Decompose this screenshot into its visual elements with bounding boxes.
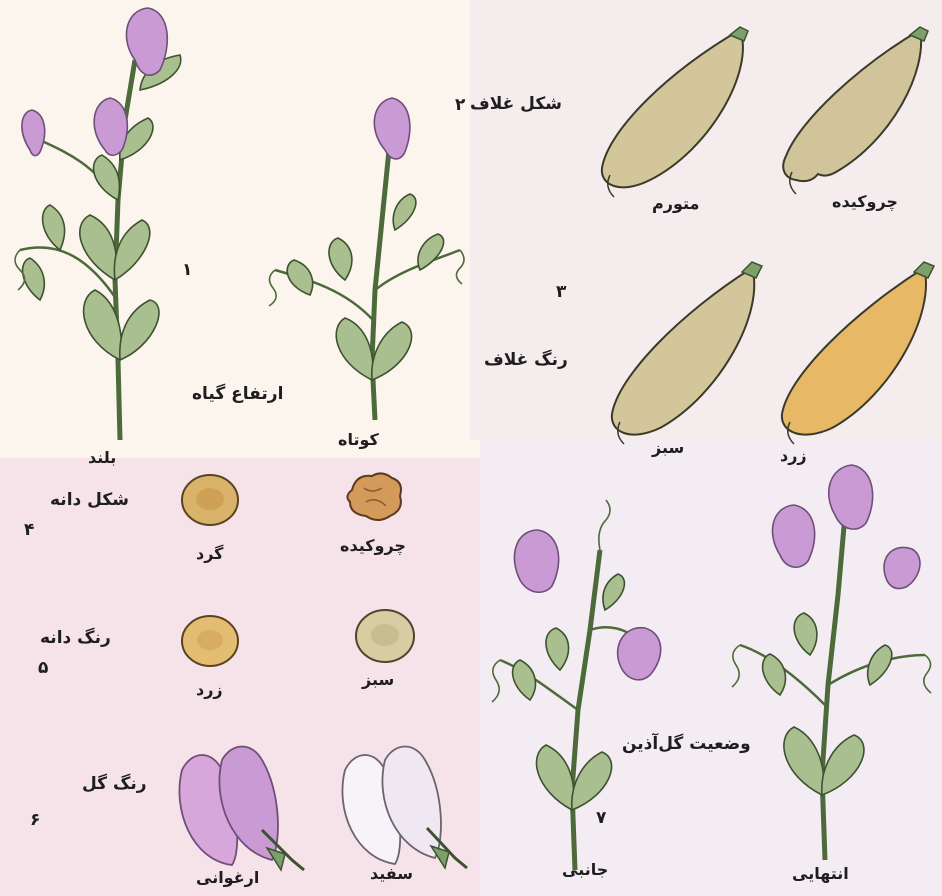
pod-shape-number: ۲	[455, 97, 465, 114]
yellow-seed-illustration	[178, 612, 242, 670]
wrinkled-seed-illustration	[342, 468, 408, 526]
pod-wrinkled-label: چروکیده	[832, 194, 898, 210]
purple-flower-label: ارغوانی	[196, 870, 259, 886]
terminal-label: انتهایی	[792, 866, 849, 882]
terminal-flower-plant-illustration	[720, 455, 942, 865]
flower-color-number: ۶	[30, 812, 40, 829]
axial-flower-plant-illustration	[480, 490, 690, 870]
green-seed-label: سبز	[362, 672, 394, 688]
axial-label: جانبی	[562, 862, 608, 878]
inflated-label: متورم	[652, 196, 699, 212]
seed-shape-title: شکل دانه	[50, 492, 129, 509]
purple-flower-illustration	[162, 730, 312, 880]
tall-label: بلند	[88, 450, 116, 466]
seed-color-number: ۵	[38, 660, 48, 677]
round-seed-label: گرد	[196, 546, 223, 562]
tall-plant-illustration	[0, 0, 210, 450]
short-plant-illustration	[250, 90, 480, 430]
yellow-pod-illustration	[768, 250, 942, 450]
seed-wrinkled-label: چروکیده	[340, 538, 406, 554]
green-seed-illustration	[352, 606, 418, 666]
pod-color-number: ۳	[556, 284, 566, 301]
flower-color-title: رنگ گل	[82, 776, 147, 793]
wrinkled-pod-illustration	[770, 10, 940, 200]
seed-color-title: رنگ دانه	[40, 630, 111, 647]
flower-position-title: وضعیت گل‌آذین	[622, 736, 751, 753]
short-label: کوتاه	[338, 432, 379, 448]
seed-shape-number: ۴	[24, 522, 34, 539]
white-flower-illustration	[325, 728, 475, 878]
inflated-pod-illustration	[590, 10, 760, 200]
plant-height-number: ۱	[182, 262, 192, 279]
yellow-seed-label: زرد	[196, 682, 223, 698]
pod-shape-title: شکل غلاف	[470, 96, 562, 113]
round-seed-illustration	[178, 470, 242, 530]
flower-position-number: ۷	[596, 810, 606, 827]
white-flower-label: سفید	[370, 866, 413, 882]
plant-height-title: ارتفاع گیاه	[192, 386, 283, 403]
pod-color-title: رنگ غلاف	[484, 352, 568, 369]
green-pod-label: سبز	[652, 440, 684, 456]
green-pod-illustration	[600, 250, 770, 450]
